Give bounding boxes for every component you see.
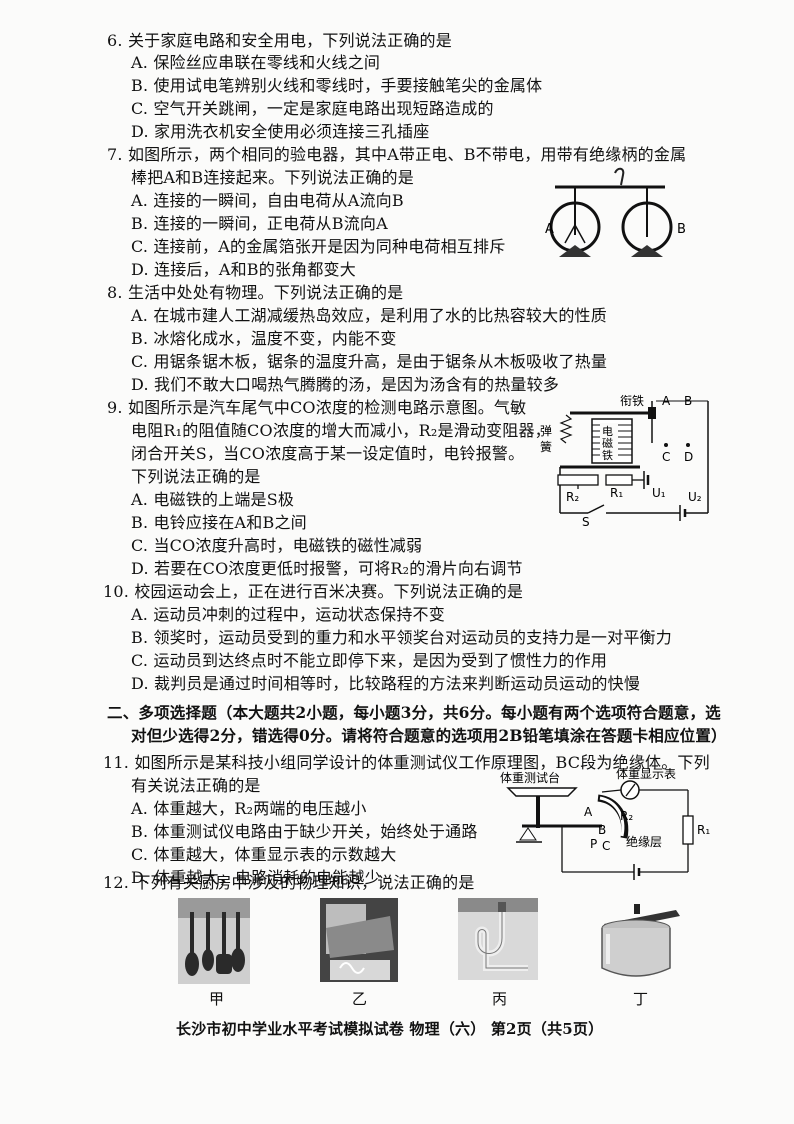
q6-option-d: D. 家用洗衣机安全使用必须连接三孔插座	[131, 122, 430, 141]
q11-label-a: A	[584, 805, 593, 819]
q8-option-b: B. 冰熔化成水，温度不变，内能不变	[131, 329, 397, 348]
q12-image-range-hood	[320, 898, 398, 982]
q10-option-b: B. 领奖时，运动员受到的重力和水平领奖台对运动员的支持力是一对平衡力	[131, 628, 672, 647]
section2-header-line1: 二、多项选择题（本大题共2小题，每小题3分，共6分。每小题有两个选项符合题意，选	[107, 703, 721, 722]
q9-label-s: S	[582, 515, 590, 528]
q11-option-b: B. 体重测试仪电路由于缺少开关，始终处于通路	[131, 822, 478, 841]
q12-image-pressure-cooker	[590, 898, 686, 982]
q6-option-c: C. 空气开关跳闸，一定是家庭电路出现短路造成的	[131, 99, 494, 118]
q9-option-d: D. 若要在CO浓度更低时报警，可将R₂的滑片向右调节	[131, 559, 523, 578]
q9-label-em2: 磁	[602, 437, 613, 450]
q11-label-c: C	[602, 839, 610, 853]
q9-label-d: D	[684, 450, 693, 464]
q10-stem: 10. 校园运动会上，正在进行百米决赛。下列说法正确的是	[103, 582, 524, 601]
q11-option-d: D. 体重越大，电路消耗的电能越少	[131, 868, 381, 887]
q7-option-b: B. 连接的一瞬间，正电荷从B流向A	[131, 214, 388, 233]
q11-stem-line1: 11. 如图所示是某科技小组同学设计的体重测试仪工作原理图，BC段为绝缘体。下列	[103, 753, 710, 772]
page-footer: 长沙市初中学业水平考试模拟试卷 物理（六） 第2页（共5页）	[176, 1020, 604, 1038]
q7-option-c: C. 连接前，A的金属箔张开是因为同种电荷相互排斥	[131, 237, 506, 256]
q9-label-r1: R₁	[610, 486, 623, 500]
q9-stem-line4: 下列说法正确的是	[131, 467, 261, 486]
q9-label-spring2: 簧	[540, 439, 552, 454]
q9-label-u1: U₁	[652, 486, 666, 500]
q7-label-b: B	[677, 222, 686, 237]
q12-image-drain-trap	[458, 898, 538, 980]
q12-caption-jia: 甲	[209, 990, 225, 1008]
q11-label-r1: R₁	[697, 823, 710, 837]
q9-option-b: B. 电铃应接在A和B之间	[131, 513, 307, 532]
q9-label-u2: U₂	[688, 490, 702, 504]
q6-option-a: A. 保险丝应串联在零线和火线之间	[131, 53, 381, 72]
q8-stem: 8. 生活中处处有物理。下列说法正确的是	[107, 283, 404, 302]
q6-stem: 6. 关于家庭电路和安全用电，下列说法正确的是	[107, 31, 452, 50]
q9-co-detector-circuit: 衔铁 A B C D 弹 簧 电 磁 铁 R₂ R	[540, 394, 709, 528]
q12-caption-yi: 乙	[352, 990, 368, 1008]
q7-label-a: A	[545, 222, 554, 237]
q7-stem-line2: 棒把A和B连接起来。下列说法正确的是	[131, 168, 414, 187]
q7-stem-line1: 7. 如图所示，两个相同的验电器，其中A带正电、B不带电，用带有绝缘柄的金属	[107, 145, 687, 164]
q8-option-a: A. 在城市建人工湖减缓热岛效应，是利用了水的比热容较大的性质	[131, 306, 607, 325]
q11-label-platform: 体重测试台	[500, 770, 560, 785]
q9-stem-line3: 闭合开关S，当CO浓度高于某一设定值时，电铃报警。	[131, 444, 525, 463]
q9-label-em3: 铁	[602, 449, 613, 462]
q9-option-c: C. 当CO浓度升高时，电磁铁的磁性减弱	[131, 536, 423, 555]
q9-label-armature: 衔铁	[620, 394, 644, 408]
q11-stem-line2: 有关说法正确的是	[131, 776, 261, 795]
section2-header-line2: 对但少选得2分，错选得0分。请将符合题意的选项用2B铅笔填涂在答题卡相应位置）	[131, 726, 727, 745]
q9-stem-line1: 9. 如图所示是汽车尾气中CO浓度的检测电路示意图。气敏	[107, 398, 527, 417]
q11-label-r2: R₂	[620, 809, 633, 823]
q9-label-em1: 电	[602, 425, 613, 438]
q6-option-b: B. 使用试电笔辨别火线和零线时，手要接触笔尖的金属体	[131, 76, 543, 95]
q10-option-c: C. 运动员到达终点时不能立即停下来，是因为受到了惯性力的作用	[131, 651, 608, 670]
q9-label-r2: R₂	[566, 490, 579, 504]
q11-label-meter: 体重显示表	[616, 768, 676, 781]
q9-label-spring1: 弹	[540, 424, 552, 438]
q7-electroscope-figure: A B	[545, 167, 686, 257]
q12-image-utensils	[178, 898, 250, 984]
q9-label-c: C	[662, 450, 670, 464]
q12-stem: 12. 下列有关厨房中涉及的物理知识，说法正确的是	[103, 873, 475, 892]
q7-option-d: D. 连接后，A和B的张角都变大	[131, 260, 356, 279]
q12-caption-bing: 丙	[492, 990, 508, 1008]
q11-option-c: C. 体重越大，体重显示表的示数越大	[131, 845, 397, 864]
q9-stem-line2: 电阻R₁的阻值随CO浓度的增大而减小，R₂是滑动变阻器，	[131, 421, 551, 440]
q11-label-b: B	[598, 823, 606, 837]
q8-option-d: D. 我们不敢大口喝热气腾腾的汤，是因为汤含有的热量较多	[131, 375, 560, 394]
q11-label-p: P	[590, 837, 597, 851]
q11-weight-scale-circuit: 体重测试台 体重显示表 A B C P R₂ 绝缘层 R₁	[500, 768, 710, 880]
q10-option-d: D. 裁判员是通过时间相等时，比较路程的方法来判断运动员运动的快慢	[131, 674, 641, 693]
q11-label-insulator: 绝缘层	[626, 834, 662, 849]
q11-option-a: A. 体重越大，R₂两端的电压越小	[131, 799, 367, 818]
q12-caption-ding: 丁	[633, 990, 649, 1008]
q8-option-c: C. 用锯条锯木板，锯条的温度升高，是由于锯条从木板吸收了热量	[131, 352, 608, 371]
q10-option-a: A. 运动员冲刺的过程中，运动状态保持不变	[131, 605, 445, 624]
q9-option-a: A. 电磁铁的上端是S极	[131, 490, 295, 509]
q7-option-a: A. 连接的一瞬间，自由电荷从A流向B	[131, 191, 404, 210]
